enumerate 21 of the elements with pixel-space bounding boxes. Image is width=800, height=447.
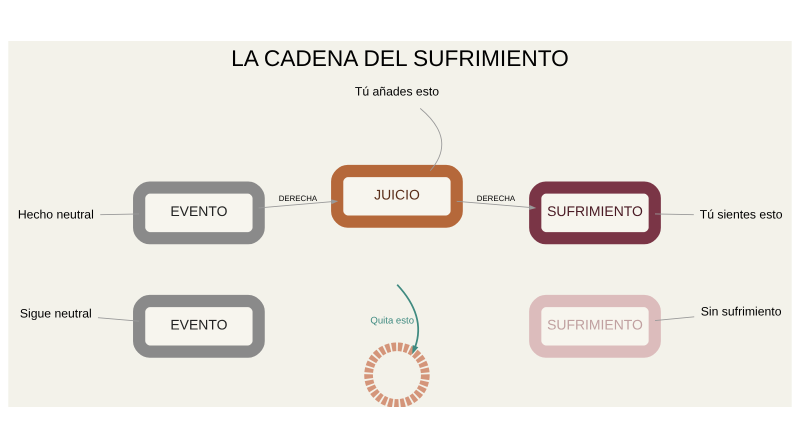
connector: [98, 316, 140, 322]
node-text: Sin sufrimiento: [700, 304, 782, 318]
node-ring: [364, 342, 430, 406]
connector: [654, 213, 694, 215]
connector: [100, 213, 140, 215]
edge-label: DERECHA: [278, 193, 318, 202]
node-text: Sigue neutral: [20, 306, 92, 320]
edge-label: DERECHA: [476, 193, 516, 202]
node-text: Hecho neutral: [18, 207, 94, 222]
connector: [420, 107, 442, 171]
node-text: Tú añades esto: [354, 84, 440, 98]
node-box: EVENTO: [133, 180, 265, 244]
node-text: Tú sientes esto: [700, 207, 783, 222]
node-box: SUFRIMIENTO: [529, 294, 661, 358]
connector: [654, 316, 695, 321]
edge-label: Quita esto: [370, 315, 414, 326]
arrow: [456, 200, 536, 210]
arrow: [258, 198, 338, 208]
node-box: EVENTO: [133, 294, 265, 358]
arrow: [396, 284, 420, 354]
diagram-title: LA CADENA DEL SUFRIMIENTO: [231, 44, 569, 71]
